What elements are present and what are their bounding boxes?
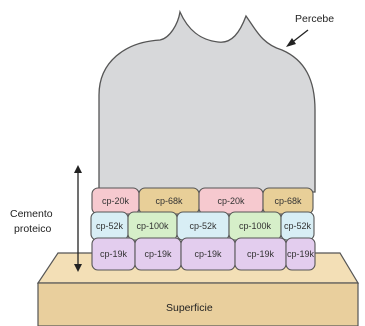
protein-cell-label: cp-100k <box>136 221 169 231</box>
protein-cell-label: cp-68k <box>274 196 302 206</box>
protein-cell-label: cp-100k <box>239 221 272 231</box>
protein-cell-label: cp-68k <box>155 196 183 206</box>
barnacle-shell <box>99 12 315 192</box>
protein-cell-label: cp-19k <box>100 249 128 259</box>
protein-cell-label: cp-52k <box>284 221 312 231</box>
surface-label: Superficie <box>166 302 213 314</box>
protein-cell-label: cp-20k <box>102 196 130 206</box>
protein-cell-label: cp-52k <box>96 221 124 231</box>
cement-layer: cp-20k cp-68k cp-20k cp-68k cp-52k cp-100k cp-… <box>91 188 315 270</box>
cement-label-line2: proteico <box>14 223 52 235</box>
protein-cell-label: cp-19k <box>144 249 172 259</box>
protein-cell-label: cp-19k <box>247 249 275 259</box>
protein-cell-label: cp-19k <box>194 249 222 259</box>
protein-cell-label: cp-19k <box>287 249 315 259</box>
protein-cell-label: cp-20k <box>217 196 245 206</box>
pointer-arrow-icon <box>286 30 308 47</box>
organism-label: Percebe <box>295 13 334 25</box>
protein-cell-label: cp-52k <box>189 221 217 231</box>
cement-label-line1: Cemento <box>10 208 53 220</box>
